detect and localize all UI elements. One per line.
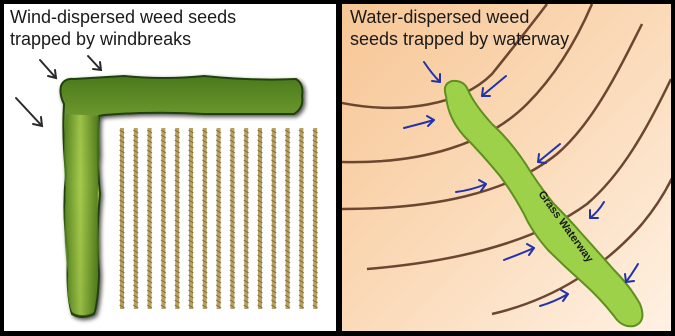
crop-row: [230, 128, 235, 309]
crop-row: [271, 128, 276, 309]
crop-row: [299, 128, 304, 309]
waterway-illustration: Grass Waterway: [342, 4, 671, 331]
crop-row: [133, 128, 138, 309]
crop-row: [189, 128, 194, 309]
wind-arrow-icon: [88, 56, 101, 70]
crop-rows: [120, 128, 318, 309]
wind-arrow-icon: [16, 98, 42, 126]
crop-row: [313, 128, 318, 309]
curved-arrow-icon: [590, 202, 604, 218]
curved-arrow-icon: [625, 264, 638, 282]
contour-line: [342, 24, 642, 209]
crop-row: [175, 128, 180, 309]
crop-row: [244, 128, 249, 309]
waterway-panel: Grass Waterway: [342, 4, 671, 331]
curved-arrow-icon: [404, 116, 434, 128]
crop-row: [202, 128, 207, 309]
crop-row: [161, 128, 166, 309]
crop-row: [258, 128, 263, 309]
wind-arrow-icon: [40, 60, 56, 78]
windbreak-panel: Wind-dispersed weed seeds trapped by win…: [4, 4, 336, 331]
windbreak-illustration: [4, 4, 336, 331]
waterway-caption: Water-dispersed weed seeds trapped by wa…: [350, 6, 569, 50]
curved-arrow-icon: [504, 244, 534, 260]
crop-row: [216, 128, 221, 309]
curved-arrow-icon: [424, 62, 440, 82]
crop-row: [120, 128, 125, 309]
crop-row: [285, 128, 290, 309]
windbreak-caption: Wind-dispersed weed seeds trapped by win…: [10, 6, 236, 50]
windbreak-shrubs: [60, 76, 302, 317]
curved-arrow-icon: [456, 180, 486, 192]
crop-row: [147, 128, 152, 309]
